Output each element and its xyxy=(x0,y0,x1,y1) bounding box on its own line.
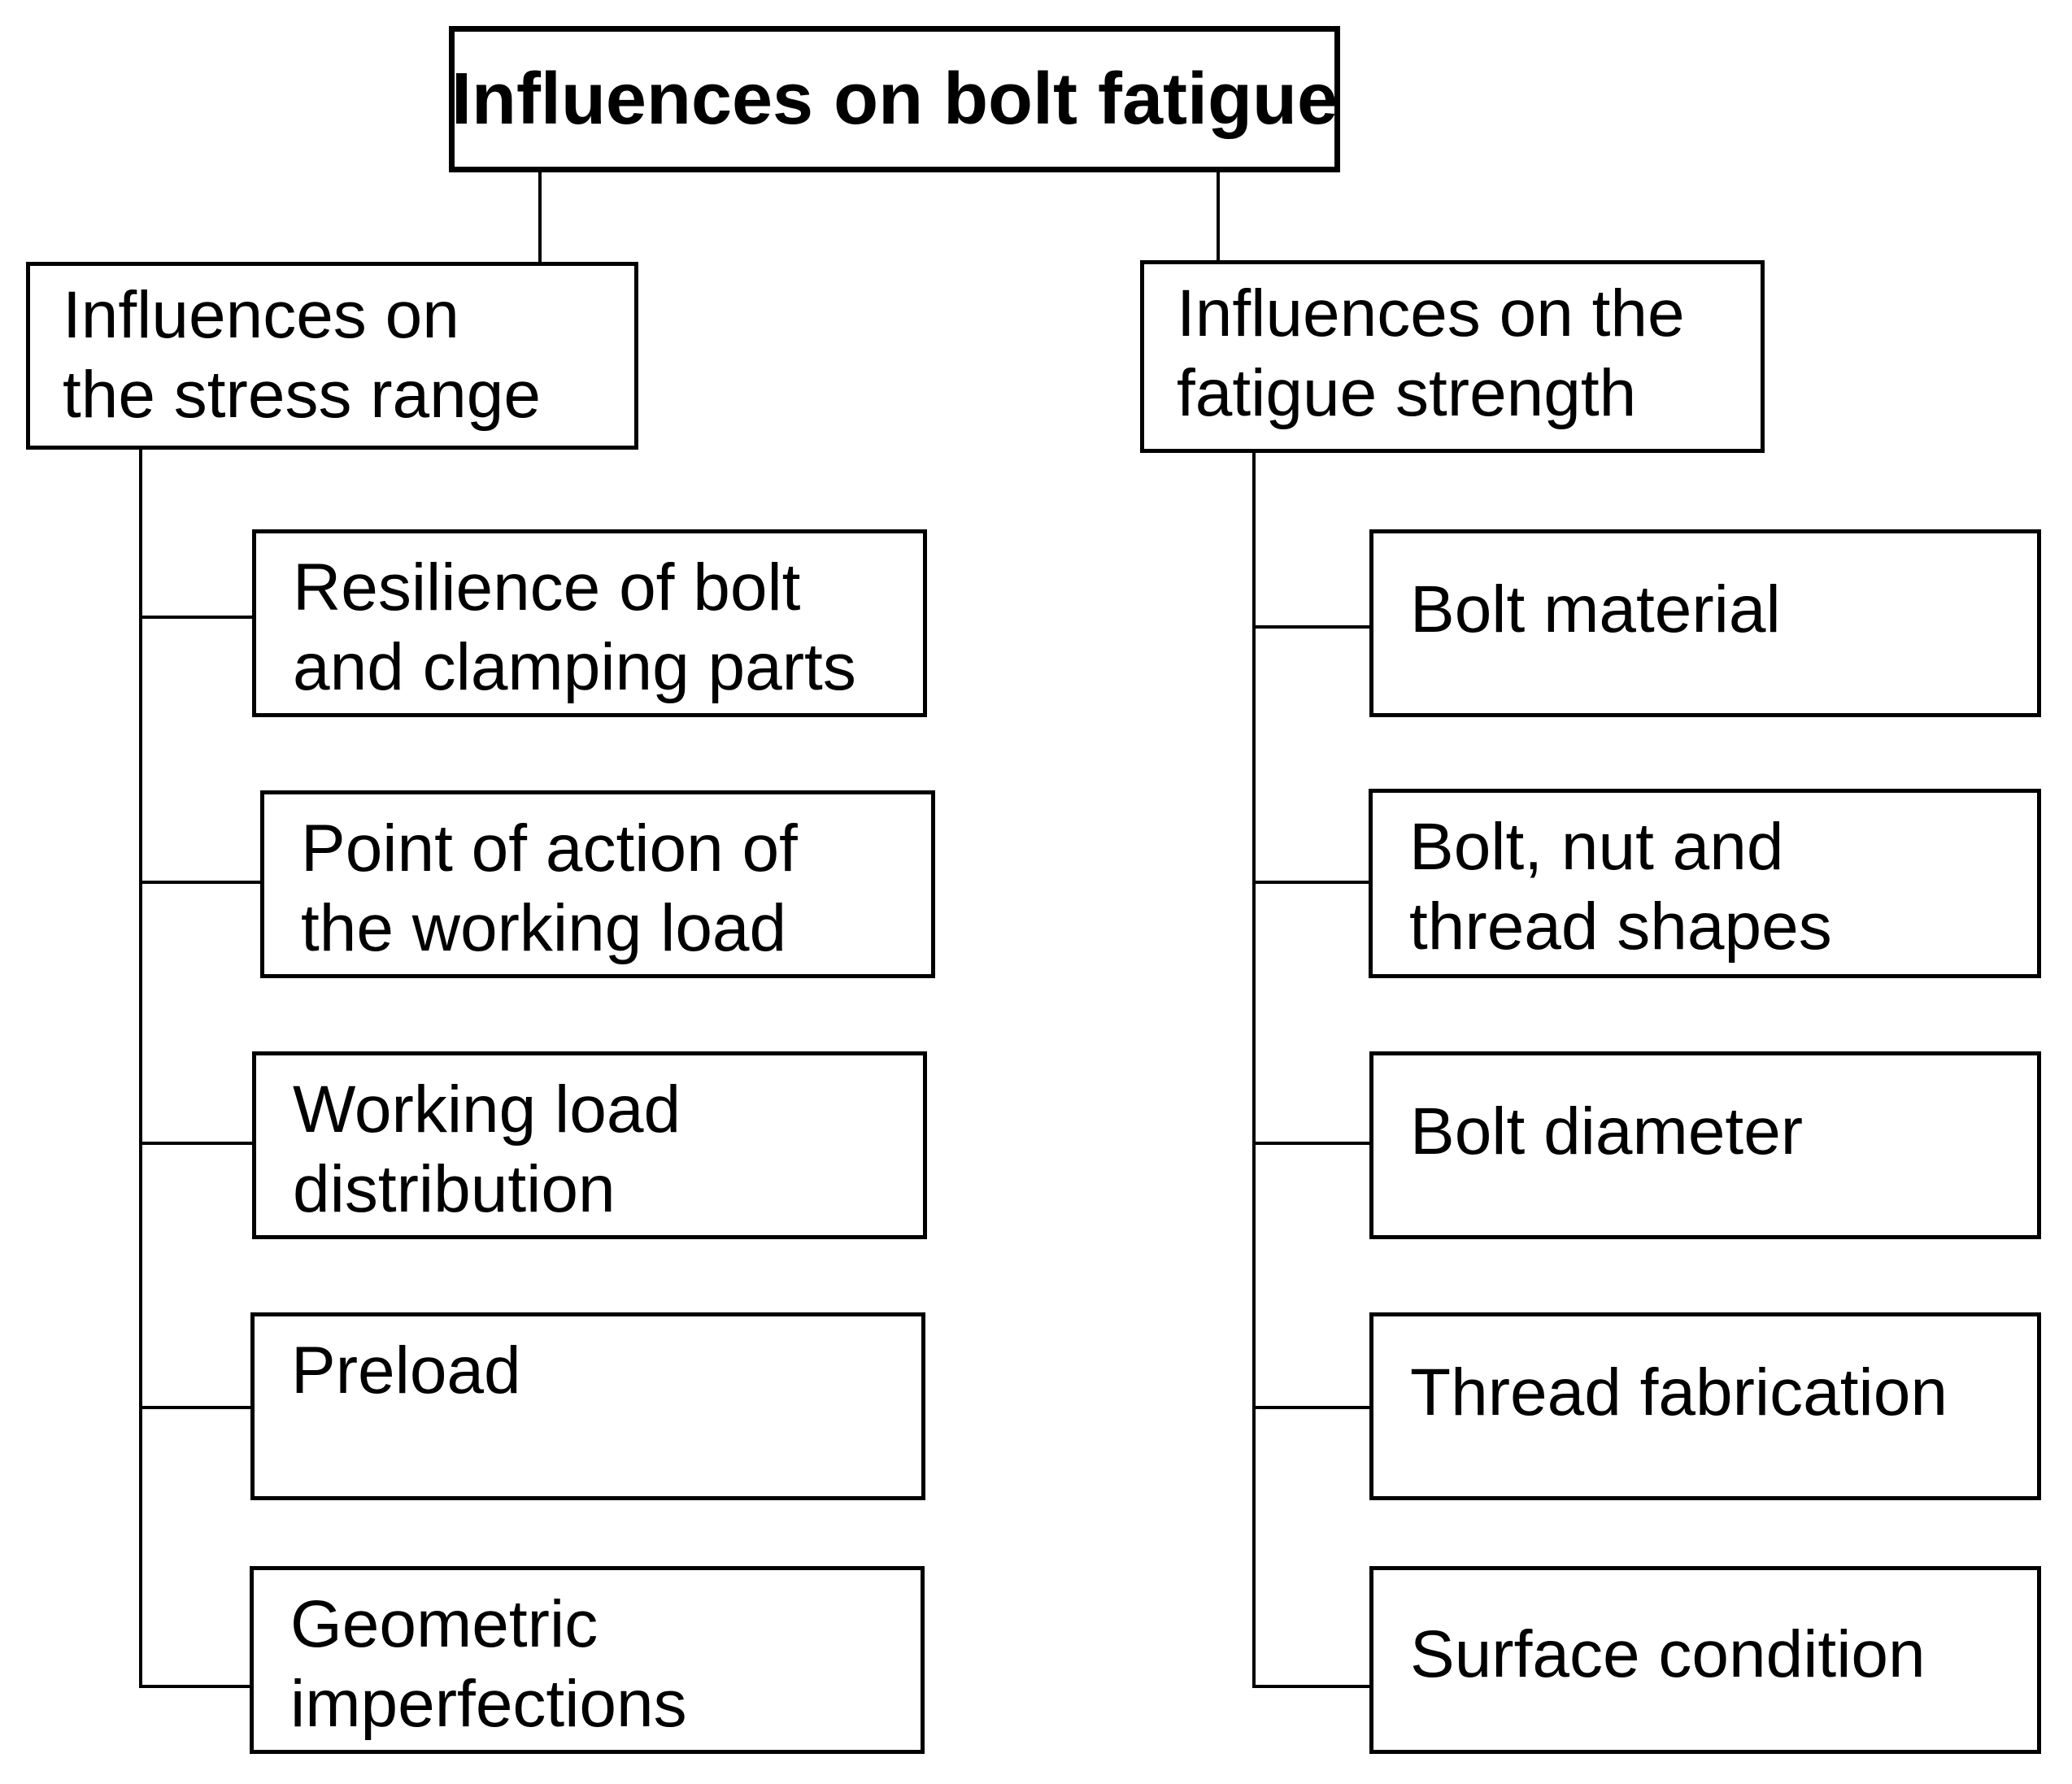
node-resilience-of-bolt-and-clamping-parts: Resilience of bolt and clamping parts xyxy=(252,529,927,717)
trunk-stress-range xyxy=(139,448,142,1688)
node-label: Bolt diameter xyxy=(1410,1094,1804,1168)
stub-working-load-distribution xyxy=(139,1142,252,1145)
node-label: Influences on bolt fatigue xyxy=(451,59,1339,140)
node-label: Bolt, nut and thread shapes xyxy=(1409,810,1832,964)
node-preload: Preload xyxy=(250,1312,925,1500)
node-label: Preload xyxy=(291,1334,521,1408)
stub-bolt-nut-thread-shapes xyxy=(1252,881,1369,884)
stub-geometric-imperfections xyxy=(139,1685,252,1688)
node-working-load-distribution: Working load distribution xyxy=(252,1051,927,1239)
node-label: Point of action of the working load xyxy=(301,812,798,965)
node-point-of-action-of-working-load: Point of action of the working load xyxy=(260,790,935,978)
stub-thread-fabrication xyxy=(1252,1406,1369,1409)
stub-surface-condition xyxy=(1252,1685,1369,1688)
node-geometric-imperfections: Geometric imperfections xyxy=(250,1566,925,1754)
node-label: Working load distribution xyxy=(293,1073,681,1226)
node-label: Influences on the stress range xyxy=(63,278,541,432)
node-thread-fabrication: Thread fabrication xyxy=(1369,1312,2041,1500)
node-bolt-nut-and-thread-shapes: Bolt, nut and thread shapes xyxy=(1369,789,2041,978)
connector-root-to-stress-range xyxy=(538,172,542,263)
node-influences-stress-range: Influences on the stress range xyxy=(26,262,638,450)
node-bolt-diameter: Bolt diameter xyxy=(1369,1051,2041,1239)
node-label: Bolt material xyxy=(1410,572,1781,646)
node-influences-fatigue-strength: Influences on the fatigue strength xyxy=(1140,260,1765,453)
node-influences-on-bolt-fatigue: Influences on bolt fatigue xyxy=(449,26,1340,172)
node-bolt-material: Bolt material xyxy=(1369,529,2041,717)
node-label: Geometric imperfections xyxy=(290,1587,687,1741)
node-label: Resilience of bolt and clamping parts xyxy=(293,550,856,704)
stub-bolt-material xyxy=(1252,625,1369,629)
connector-root-to-fatigue-strength xyxy=(1217,172,1220,262)
node-label: Surface condition xyxy=(1410,1617,1926,1691)
node-label: Thread fabrication xyxy=(1410,1355,1948,1429)
node-surface-condition: Surface condition xyxy=(1369,1566,2041,1754)
trunk-fatigue-strength xyxy=(1252,451,1256,1688)
stub-bolt-diameter xyxy=(1252,1142,1369,1145)
stub-preload xyxy=(139,1406,252,1409)
stub-point-of-action xyxy=(139,881,260,884)
node-label: Influences on the fatigue strength xyxy=(1177,276,1685,430)
stub-resilience xyxy=(139,616,252,619)
